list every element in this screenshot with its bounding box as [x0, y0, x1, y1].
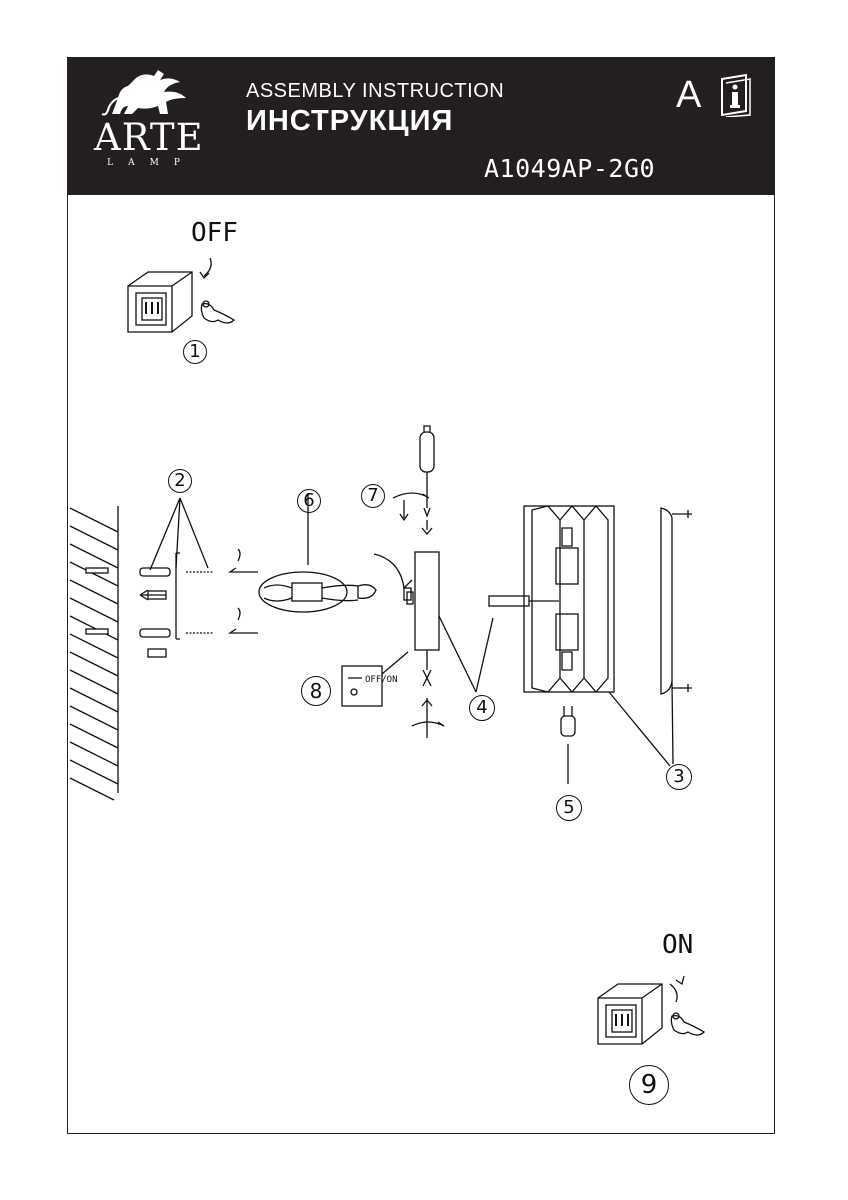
step-6-number: 6 [297, 489, 321, 513]
instruction-sheet: ARTE LAMP ASSEMBLY INSTRUCTION ИНСТРУКЦИ… [67, 57, 775, 1134]
step-5-number: 5 [556, 795, 582, 821]
on-label: ON [662, 930, 694, 960]
step-2-number: 2 [168, 469, 192, 493]
plate-switch [341, 651, 409, 707]
assembly-diagram [69, 257, 706, 1045]
brand-sub: LAMP [107, 158, 195, 168]
off-label: OFF [191, 218, 238, 248]
title-english: ASSEMBLY INSTRUCTION [246, 80, 505, 102]
wiring-terminal [258, 493, 413, 613]
step-9-number: 9 [629, 1065, 669, 1105]
info-book-icon [721, 73, 751, 117]
doc-letter: A [676, 74, 702, 116]
step-8-number: 8 [301, 676, 331, 706]
wall [69, 506, 119, 801]
diffuser-glass [608, 507, 692, 767]
step-4-number: 4 [469, 695, 495, 721]
wall-switch-on [597, 975, 706, 1045]
wall-switch-off [127, 257, 236, 333]
switch-label: OFF/ON [365, 675, 398, 685]
title-russian: ИНСТРУКЦИЯ [246, 105, 454, 137]
screwdriver [392, 425, 435, 536]
step-7-number: 7 [361, 484, 385, 508]
wall-anchors [139, 497, 258, 658]
step-3-number: 3 [666, 764, 692, 790]
brand-name: ARTE [94, 116, 204, 159]
fixture-body [488, 505, 615, 693]
header-bar: ARTE LAMP ASSEMBLY INSTRUCTION ИНСТРУКЦИ… [68, 58, 774, 195]
mounting-plate [406, 551, 494, 738]
step-1-number: 1 [183, 340, 207, 364]
winged-lion-logo [101, 70, 186, 116]
g9-bulb [560, 706, 576, 784]
model-number: A1049AP-2G0 [484, 154, 656, 183]
